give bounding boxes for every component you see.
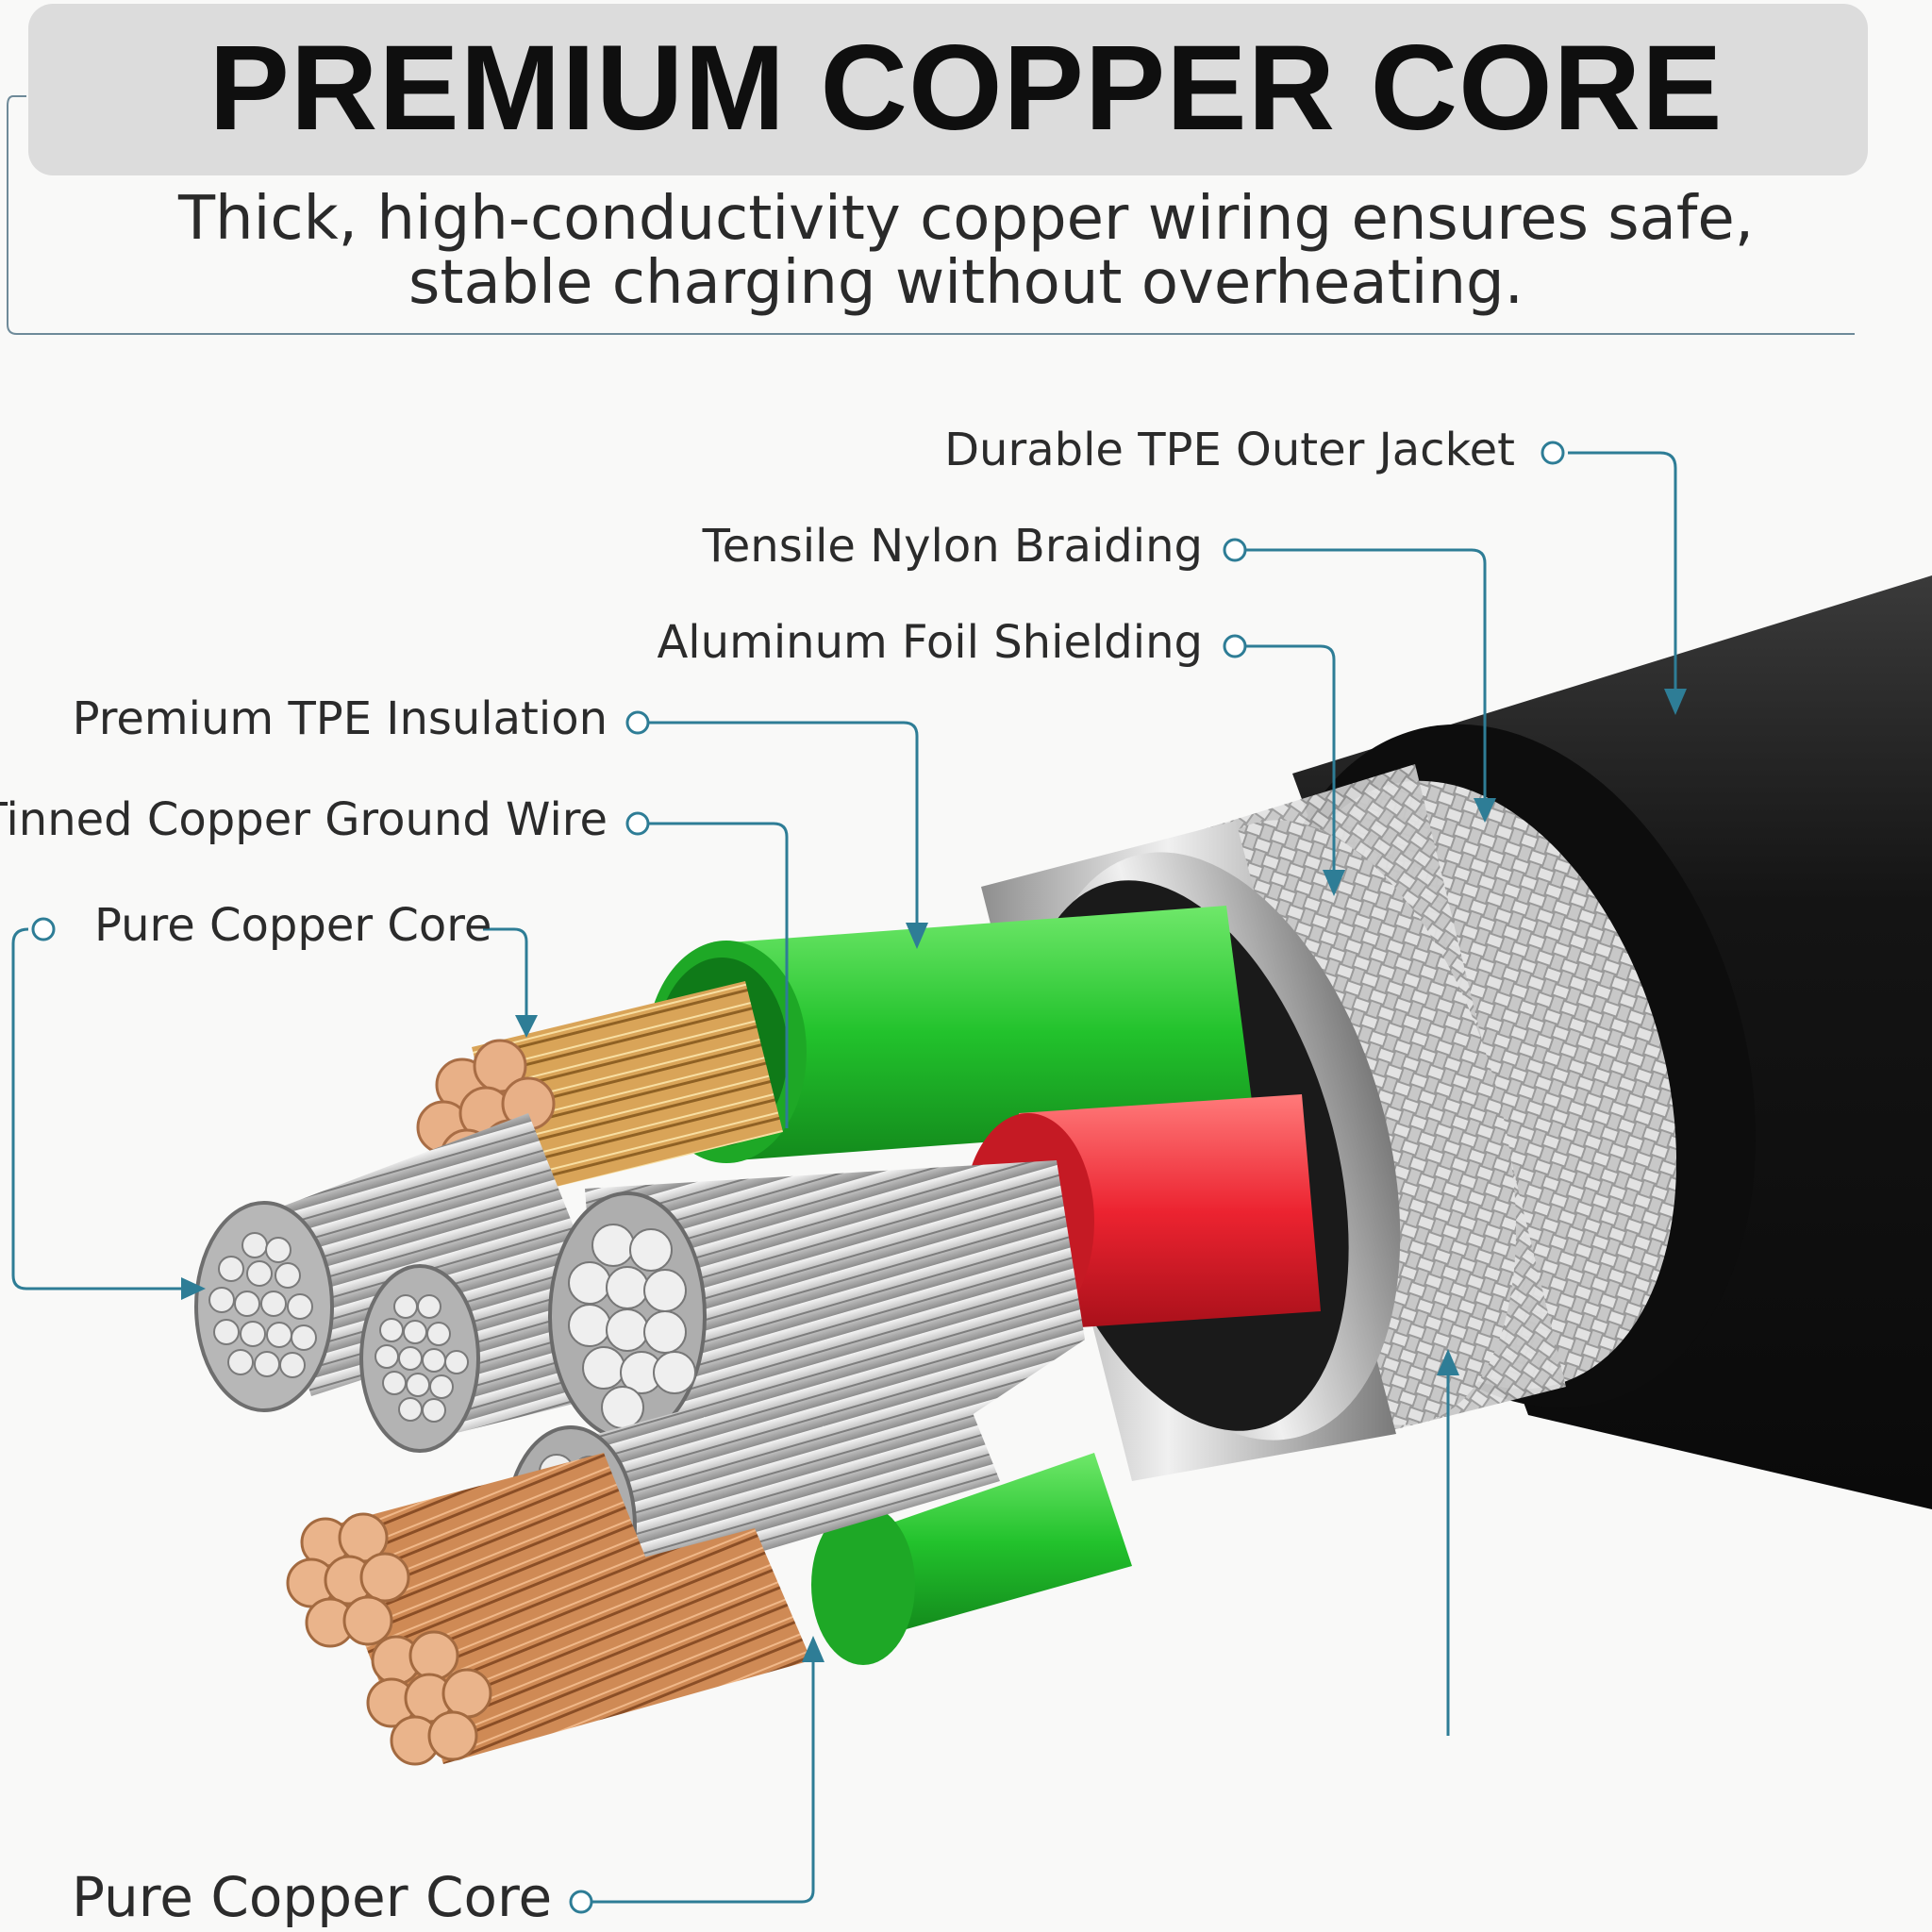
callout-label-foil-shielding: Aluminum Foil Shielding [657,616,1203,669]
page-subtitle: Thick, high-conductivity copper wiring e… [0,187,1932,315]
callout-lines [11,451,1677,1904]
subtitle-line-1: Thick, high-conductivity copper wiring e… [177,184,1755,254]
subtitle-line-2: stable charging without overheating. [408,248,1524,318]
callout-dots [31,441,1565,1914]
title-banner [28,4,1868,175]
callout-label-outer-jacket: Durable TPE Outer Jacket [944,424,1515,476]
header-frame-line [7,95,1855,335]
silver-bundle-large [548,1160,1085,1441]
callout-label-tpe-insulation: Premium TPE Insulation [72,692,608,745]
callout-label-tinned-ground: Tinned Copper Ground Wire [0,793,608,846]
green-insulation-lower [811,1453,1132,1665]
callout-label-copper-core-bottom: Pure Copper Core [72,1865,553,1929]
pure-copper-core-bottom [286,1453,811,1766]
callout-label-nylon-braiding: Tensile Nylon Braiding [702,520,1203,573]
page-title: PREMIUM COPPER CORE [208,21,1724,156]
callout-arrowheads [181,689,1687,1662]
callout-label-copper-core-top: Pure Copper Core [94,899,492,952]
